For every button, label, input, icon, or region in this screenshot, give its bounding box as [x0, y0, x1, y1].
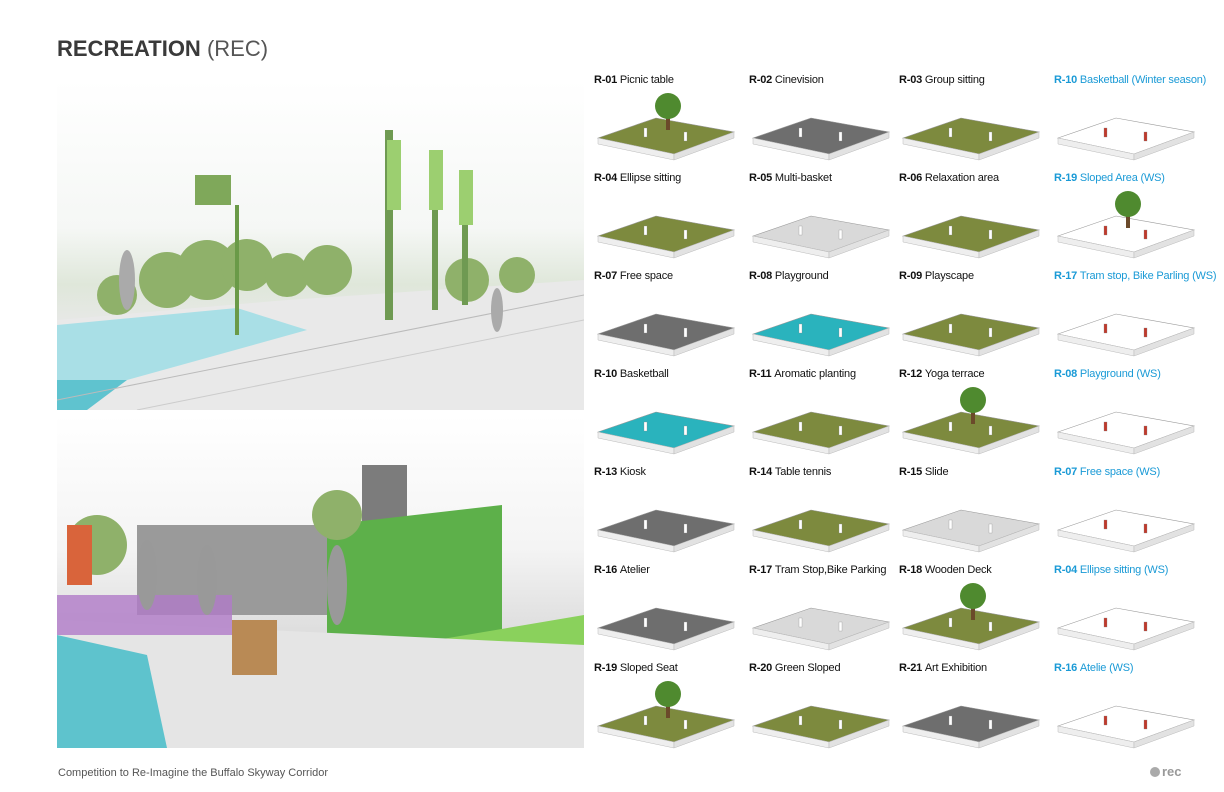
isometric-platform — [901, 387, 1041, 455]
program-tile: R-21 Art Exhibition — [899, 662, 1049, 758]
program-tile: R-03 Group sitting — [899, 74, 1049, 170]
program-tile: R-19 Sloped Seat — [594, 662, 744, 758]
tile-label: R-07 Free space (WS) — [1054, 466, 1161, 478]
program-tile: R-10 Basketball (Winter season) — [1054, 74, 1207, 170]
isometric-platform — [1056, 607, 1196, 651]
isometric-platform — [751, 607, 891, 651]
isometric-platform — [751, 705, 891, 749]
program-tile: R-08 Playground — [749, 270, 899, 366]
render-basketball-park — [57, 80, 584, 410]
isometric-platform — [596, 607, 736, 651]
tile-label: R-03 Group sitting — [899, 74, 985, 86]
tile-label: R-19 Sloped Seat — [594, 662, 678, 674]
program-tile: R-07 Free space (WS) — [1054, 466, 1204, 562]
program-tile: R-20 Green Sloped — [749, 662, 899, 758]
program-tile: R-13 Kiosk — [594, 466, 744, 562]
program-tile: R-05 Multi-basket — [749, 172, 899, 268]
program-tile: R-16 Atelie (WS) — [1054, 662, 1204, 758]
program-tile: R-17 Tram stop, Bike Parling (WS) — [1054, 270, 1217, 366]
program-tile: R-02 Cinevision — [749, 74, 899, 170]
program-tile: R-01 Picnic table — [594, 74, 744, 170]
logo-dot-icon — [1150, 766, 1160, 777]
isometric-platform — [1056, 411, 1196, 455]
tile-label: R-12 Yoga terrace — [899, 368, 985, 380]
tile-label: R-16 Atelie (WS) — [1054, 662, 1134, 674]
tile-label: R-01 Picnic table — [594, 74, 674, 86]
tile-label: R-14 Table tennis — [749, 466, 832, 478]
isometric-platform — [901, 509, 1041, 553]
tile-label: R-02 Cinevision — [749, 74, 824, 86]
tile-label: R-05 Multi-basket — [749, 172, 832, 184]
isometric-platform — [596, 681, 736, 749]
isometric-platform — [901, 117, 1041, 161]
tile-label: R-19 Sloped Area (WS) — [1054, 172, 1165, 184]
program-tile: R-07 Free space — [594, 270, 744, 366]
isometric-platform — [751, 509, 891, 553]
isometric-platform — [1056, 191, 1196, 259]
tile-label: R-10 Basketball — [594, 368, 669, 380]
tile-label: R-07 Free space — [594, 270, 673, 282]
tree-icon — [655, 681, 681, 718]
program-tile: R-14 Table tennis — [749, 466, 899, 562]
isometric-platform — [901, 583, 1041, 651]
isometric-platform — [596, 313, 736, 357]
isometric-platform — [901, 215, 1041, 259]
tile-label: R-16 Atelier — [594, 564, 650, 576]
rec-logo: rec — [1150, 764, 1182, 779]
page-title: RECREATION (REC) — [57, 36, 269, 61]
tree-icon — [960, 583, 986, 620]
isometric-platform — [751, 117, 891, 161]
program-tile: R-08 Playground (WS) — [1054, 368, 1204, 464]
tile-label: R-11 Aromatic planting — [749, 368, 856, 380]
isometric-platform — [596, 509, 736, 553]
tile-label: R-21 Art Exhibition — [899, 662, 987, 674]
program-tile: R-15 Slide — [899, 466, 1049, 562]
isometric-platform — [751, 215, 891, 259]
program-tile: R-11 Aromatic planting — [749, 368, 899, 464]
tile-label: R-09 Playscape — [899, 270, 974, 282]
tile-label: R-04 Ellipse sitting (WS) — [1054, 564, 1169, 576]
tree-icon — [960, 387, 986, 424]
tile-label: R-15 Slide — [899, 466, 949, 478]
isometric-platform — [1056, 705, 1196, 749]
render-climbing-wall — [57, 415, 584, 748]
tile-label: R-17 Tram Stop,Bike Parking — [749, 564, 887, 576]
tile-label: R-06 Relaxation area — [899, 172, 999, 184]
program-tile: R-04 Ellipse sitting — [594, 172, 744, 268]
isometric-platform — [901, 313, 1041, 357]
footer-text: Competition to Re-Imagine the Buffalo Sk… — [58, 767, 329, 779]
isometric-platform — [751, 411, 891, 455]
tile-label: R-08 Playground — [749, 270, 829, 282]
program-tile: R-17 Tram Stop,Bike Parking — [749, 564, 899, 660]
tile-label: R-04 Ellipse sitting — [594, 172, 682, 184]
program-tile: R-10 Basketball — [594, 368, 744, 464]
program-tile: R-09 Playscape — [899, 270, 1049, 366]
tile-label: R-13 Kiosk — [594, 466, 646, 478]
isometric-platform — [751, 313, 891, 357]
isometric-platform — [1056, 313, 1196, 357]
isometric-platform — [1056, 117, 1196, 161]
isometric-platform — [1056, 509, 1196, 553]
tile-label: R-18 Wooden Deck — [899, 564, 992, 576]
tile-label: R-10 Basketball (Winter season) — [1054, 74, 1207, 86]
isometric-platform — [596, 215, 736, 259]
program-tile: R-06 Relaxation area — [899, 172, 1049, 268]
isometric-platform — [901, 705, 1041, 749]
tile-label: R-17 Tram stop, Bike Parling (WS) — [1054, 270, 1217, 282]
tree-icon — [1115, 191, 1141, 228]
tile-label: R-08 Playground (WS) — [1054, 368, 1161, 380]
program-tile: R-12 Yoga terrace — [899, 368, 1049, 464]
isometric-platform — [596, 93, 736, 161]
program-tile: R-04 Ellipse sitting (WS) — [1054, 564, 1204, 660]
program-tile: R-16 Atelier — [594, 564, 744, 660]
isometric-platform — [596, 411, 736, 455]
program-tile: R-18 Wooden Deck — [899, 564, 1049, 660]
tile-label: R-20 Green Sloped — [749, 662, 841, 674]
program-tile: R-19 Sloped Area (WS) — [1054, 172, 1204, 268]
tree-icon — [655, 93, 681, 130]
